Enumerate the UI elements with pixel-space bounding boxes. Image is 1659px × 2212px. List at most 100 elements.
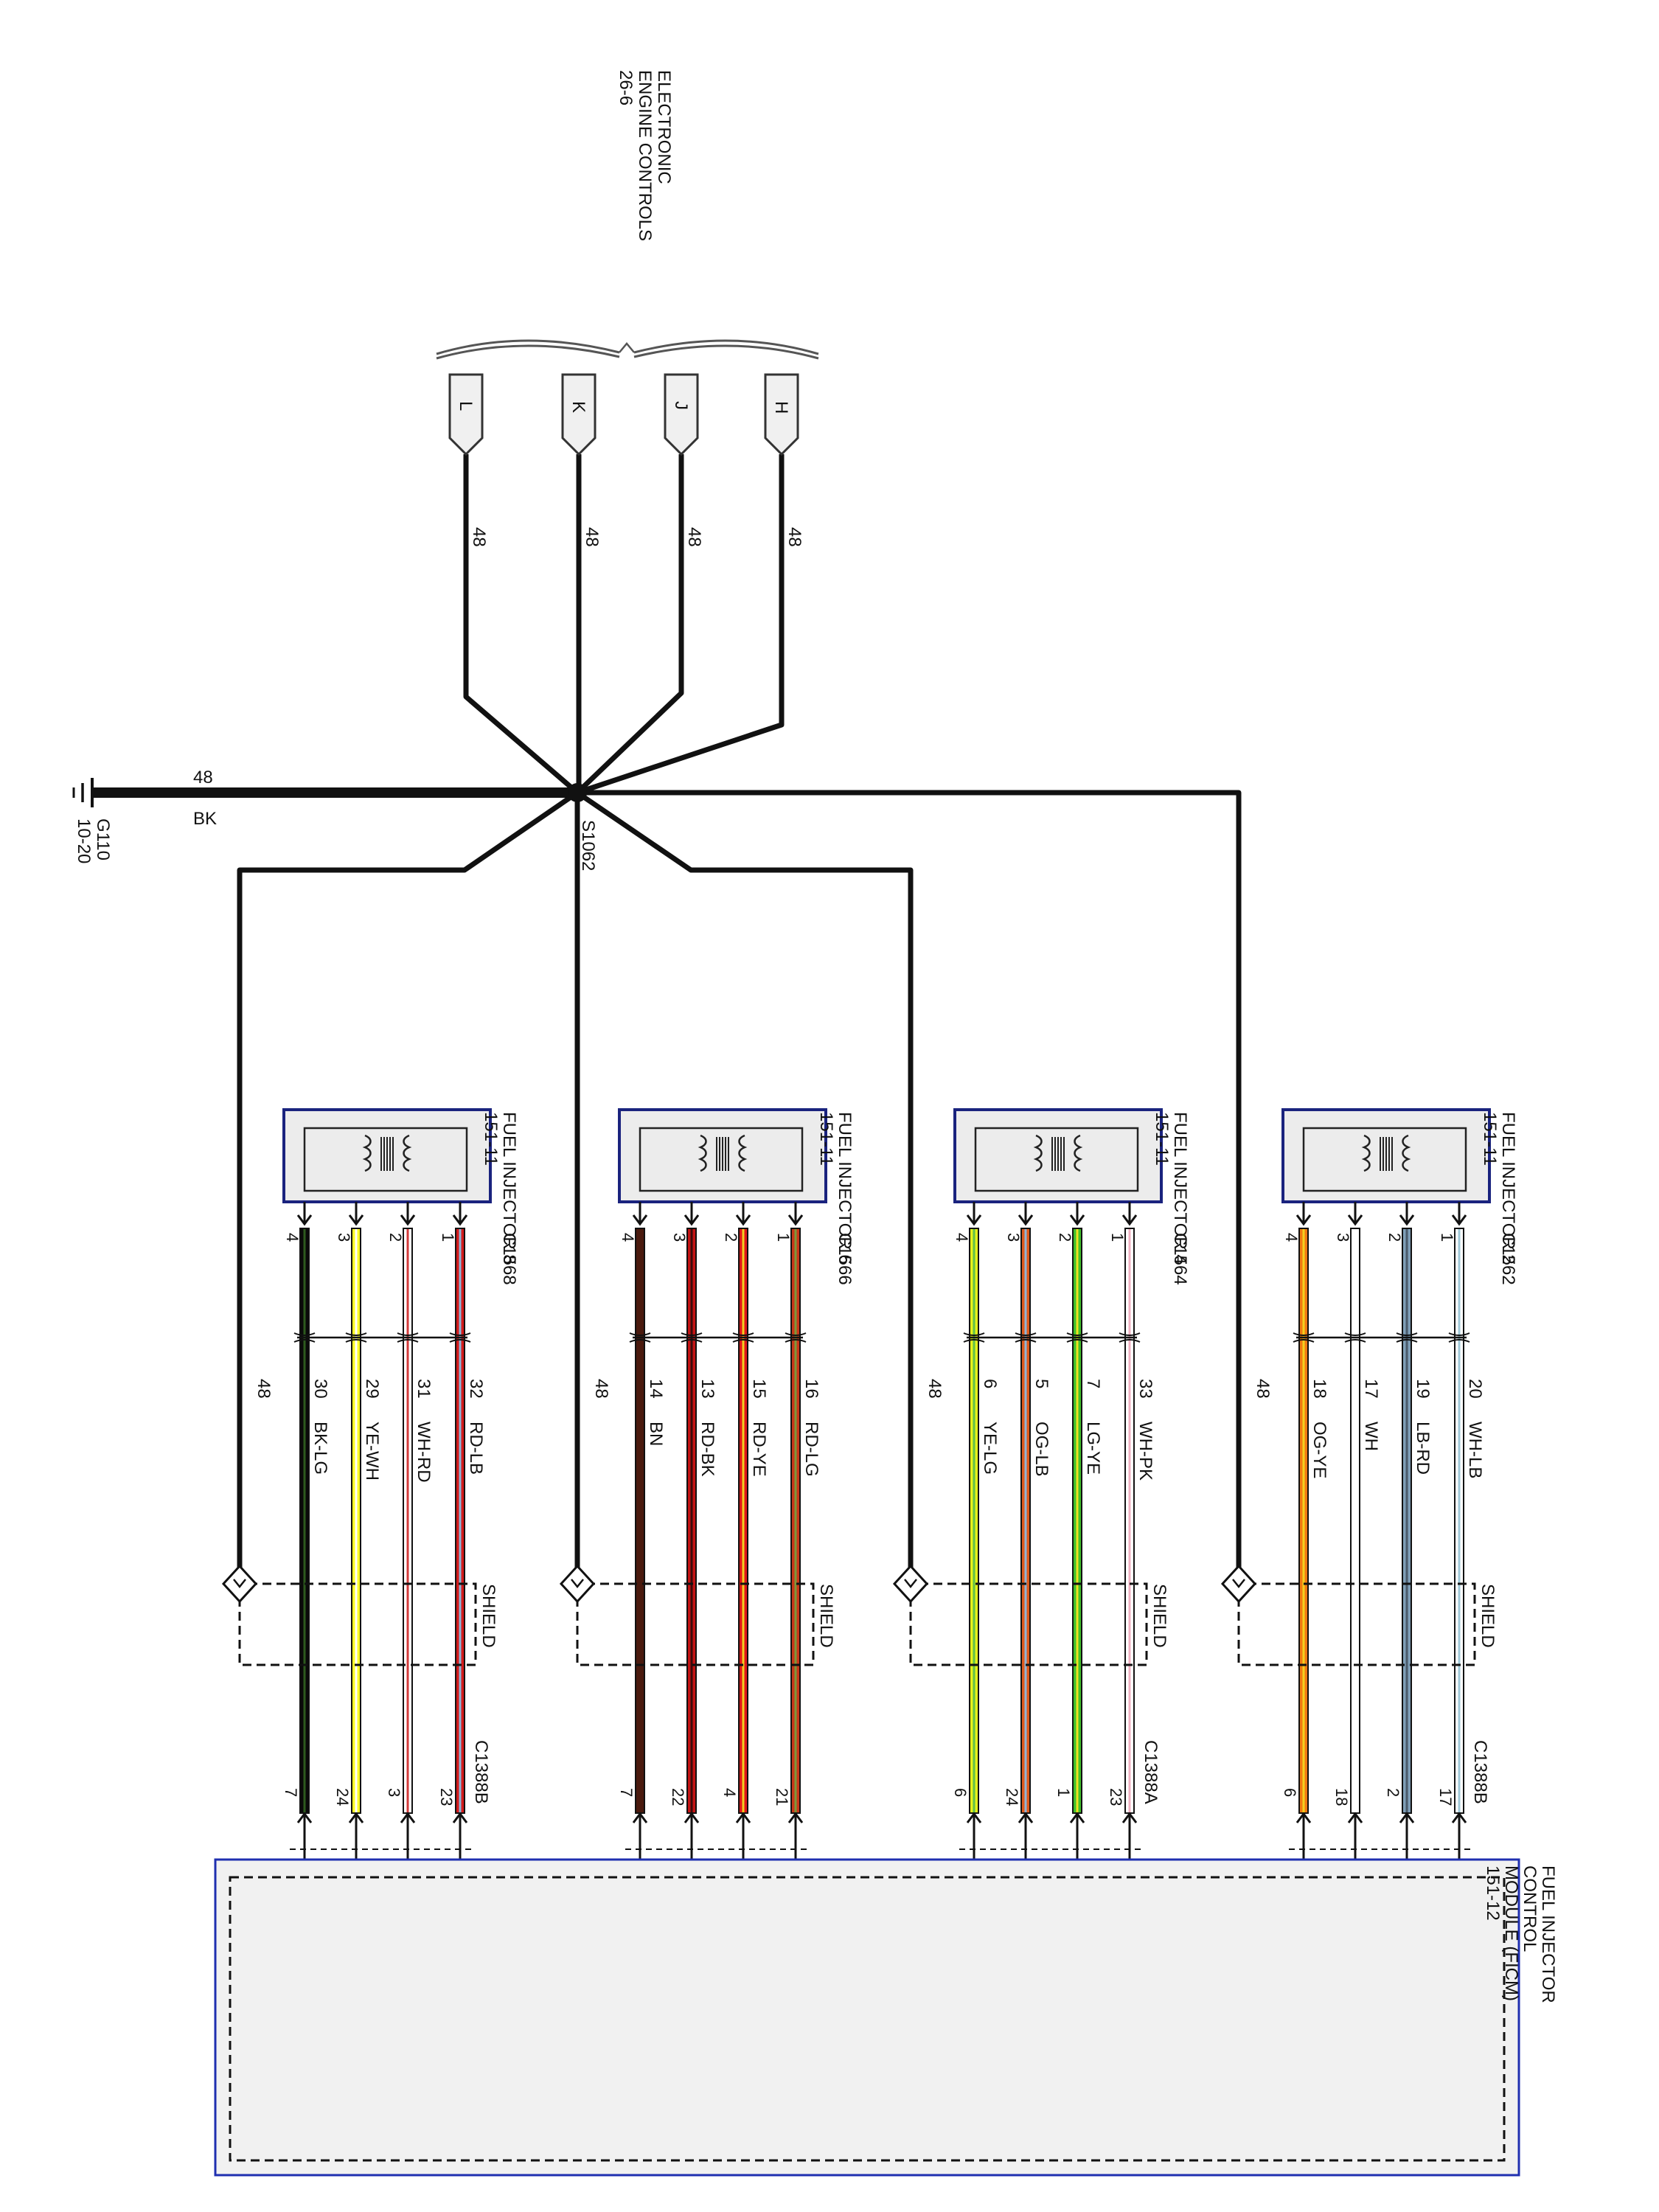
wire-stripe [639,1229,641,1812]
title-line-3: 26-6 [616,70,636,105]
twist-marker [629,1332,651,1343]
injector-pin-number: 1 [1108,1233,1127,1242]
injector-pin-number: 3 [1334,1233,1352,1242]
wire-wh: 317WH18INJ + [1332,1202,1381,1930]
engine-pin-h: H48 [764,373,804,547]
engine-connector-bracket [436,339,819,360]
injector-pin-number: 1 [439,1233,457,1242]
ficm-inner-box [229,1876,1506,2162]
wire-color-code: WH-RD [414,1422,434,1483]
drain-wire [237,790,579,1584]
drain-chevron [904,1579,917,1589]
coil-left-icon [1361,1134,1371,1172]
drain-diamond [892,1564,929,1604]
ficm-pin-number: 2 [1384,1788,1402,1797]
drain-chevron [571,1579,584,1589]
ficm-pin-number: 24 [333,1788,352,1806]
shield-label: SHIELD [479,1584,498,1648]
wire-stripe [1405,1229,1408,1812]
injector-coil-frame [639,1127,804,1192]
ficm-connector-label: C1388B [471,1740,491,1804]
engine-pin-l: L48 [448,373,489,547]
ficm-pin-number: 3 [385,1788,403,1797]
wire-stripe [1458,1229,1461,1812]
circuit-number: 17 [1361,1379,1381,1399]
circuit-number: 19 [1413,1379,1433,1399]
wire-color-code: WH [1361,1422,1381,1451]
twist-marker [293,1332,316,1343]
wire-color-code: OG-YE [1310,1422,1329,1478]
wire-stripe [1128,1229,1131,1812]
coil-left-icon [698,1134,707,1172]
ground-g110: G110 10-20 48 BK [72,768,217,863]
injector-pin-number: 2 [722,1233,740,1242]
ficm-outer-box [214,1858,1520,2177]
engine-pin-circuit: 48 [684,527,704,547]
drain-circuit-number: 48 [925,1379,945,1399]
wire-bn: 414BN7INJ - [617,1202,666,1925]
splice-dot [568,783,587,802]
injector-ref: 151-11 [481,1112,501,1166]
engine-pin-wire [576,454,785,796]
ficm-pin-number: 7 [282,1788,300,1797]
circuit-number: 32 [466,1379,486,1399]
injector-ref: 151-11 [1152,1112,1172,1166]
injector-coil-frame [974,1127,1139,1192]
twist-marker [345,1332,367,1343]
injector-pin-number: 4 [953,1233,971,1242]
twist-marker [1293,1332,1315,1343]
circuit-number: 29 [362,1379,382,1399]
splice-id: S1062 [578,820,598,871]
twist-marker [397,1332,419,1343]
wire-color-code: LB-RD [1413,1422,1433,1475]
circuit-number: 14 [646,1379,666,1399]
twist-marker [785,1332,807,1343]
ficm-line-3: MODULE (FICM) [1501,1865,1521,2001]
shield-box [1237,1582,1476,1666]
injector-pin-number: 3 [335,1233,353,1242]
injector-pin-number: 4 [283,1233,302,1242]
engine-pin-housing [764,373,799,456]
ficm-pin-number: 4 [720,1788,739,1797]
engine-pin-wire [575,454,684,795]
ficm-line-2: CONTROL [1520,1865,1540,1952]
ground-circuit: 48 [193,768,213,787]
shield-label: SHIELD [1478,1584,1498,1648]
twist-marker [732,1332,754,1343]
drain-circuit-number: 48 [591,1379,611,1399]
ficm-pin-number: 18 [1332,1788,1351,1806]
coil-left-icon [1033,1134,1043,1172]
wire-color-code: RD-YE [749,1422,769,1477]
wire-stripe [1354,1229,1357,1812]
ficm-connector-label: C1388B [1470,1740,1490,1804]
wires-layer [92,454,1242,1584]
twist-marker [681,1332,703,1343]
drain-circuit-number: 48 [254,1379,274,1399]
injector-pin-number: 2 [386,1233,405,1242]
ficm-pin-number: 23 [1107,1788,1125,1806]
injector-pin-number: 4 [619,1233,637,1242]
twist-marker [1066,1332,1088,1343]
injector-connector-label: C1562 [1498,1233,1518,1285]
wire-color-code: WH-PK [1135,1422,1155,1481]
wire-stripe [406,1229,409,1812]
engine-pin-housing [561,373,597,456]
engine-pin-housing [664,373,699,456]
injector-name: FUEL INJECTOR 6 [835,1112,855,1265]
engine-pin-circuit: 48 [469,527,489,547]
injector-coil-frame [303,1127,468,1192]
drain-wire [577,790,1242,1584]
